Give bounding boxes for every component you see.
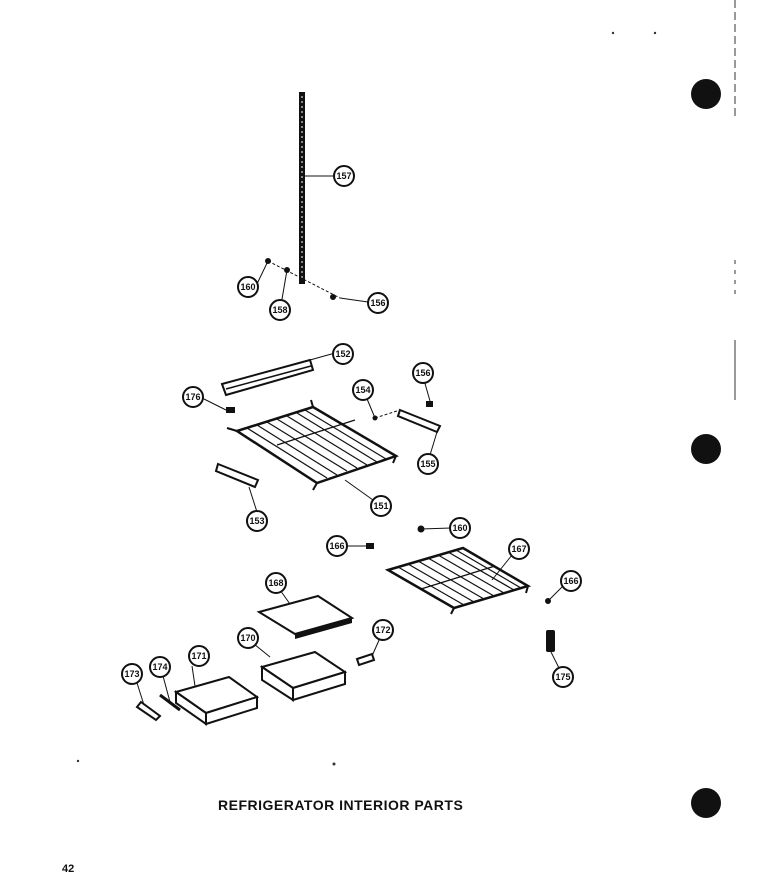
callout-text: 156 [370, 298, 385, 308]
crisper-pan-171 [173, 675, 260, 726]
callout-154: 154 [352, 379, 374, 401]
callout-text: 152 [335, 349, 350, 359]
callouts: 157 160 158 156 152 176 154 156 151 155 … [121, 165, 582, 688]
page-number: 42 [62, 863, 75, 875]
callout-text: 166 [563, 576, 578, 586]
callout-151: 151 [370, 495, 392, 517]
callout-text: 172 [375, 625, 390, 635]
crisper-cover-168 [256, 594, 355, 639]
callout-168: 168 [265, 572, 287, 594]
shelf-support-152 [220, 358, 315, 397]
callout-text: 175 [555, 672, 570, 682]
leader-lines [136, 175, 564, 706]
callout-158: 158 [269, 299, 291, 321]
bracket-153 [214, 462, 260, 489]
callout-text: 173 [124, 669, 139, 679]
callout-text: 160 [452, 523, 467, 533]
binder-holes [76, 0, 736, 818]
callout-160b: 160 [449, 517, 471, 539]
callout-156: 156 [367, 292, 389, 314]
callout-text: 168 [268, 578, 283, 588]
callout-text: 171 [191, 651, 206, 661]
small-parts [135, 630, 555, 722]
callout-text: 158 [272, 305, 287, 315]
bracket-155 [372, 401, 442, 434]
wire-shelf-151 [226, 399, 399, 491]
callout-153: 153 [246, 510, 268, 532]
callout-text: 167 [511, 544, 526, 554]
callout-text: 174 [152, 662, 167, 672]
callout-152: 152 [332, 343, 354, 365]
callout-text: 154 [355, 385, 370, 395]
crisper-pan-170 [259, 650, 348, 702]
callout-text: 166 [329, 541, 344, 551]
callout-text: 157 [336, 171, 351, 181]
callout-167: 167 [508, 538, 530, 560]
small-fasteners [366, 525, 551, 604]
wire-shelf-167 [384, 546, 532, 615]
callout-text: 151 [373, 501, 388, 511]
callout-157: 157 [333, 165, 355, 187]
callout-176: 176 [182, 386, 204, 408]
callout-text: 170 [240, 633, 255, 643]
callout-text: 155 [420, 459, 435, 469]
callout-text: 156 [415, 368, 430, 378]
callout-text: 176 [185, 392, 200, 402]
callout-155: 155 [417, 453, 439, 475]
callout-text: 153 [249, 516, 264, 526]
callout-166: 166 [326, 535, 348, 557]
diagram-caption: REFRIGERATOR INTERIOR PARTS [218, 797, 464, 813]
callout-170: 170 [237, 627, 259, 649]
callout-173: 173 [121, 663, 143, 685]
callout-166b: 166 [560, 570, 582, 592]
callout-text: 160 [240, 282, 255, 292]
callout-174: 174 [149, 656, 171, 678]
callout-160: 160 [237, 276, 259, 298]
callout-171: 171 [188, 645, 210, 667]
vertical-rail [299, 92, 305, 284]
callout-175: 175 [552, 666, 574, 688]
callout-156b: 156 [412, 362, 434, 384]
callout-172: 172 [372, 619, 394, 641]
clip-176 [226, 407, 235, 413]
